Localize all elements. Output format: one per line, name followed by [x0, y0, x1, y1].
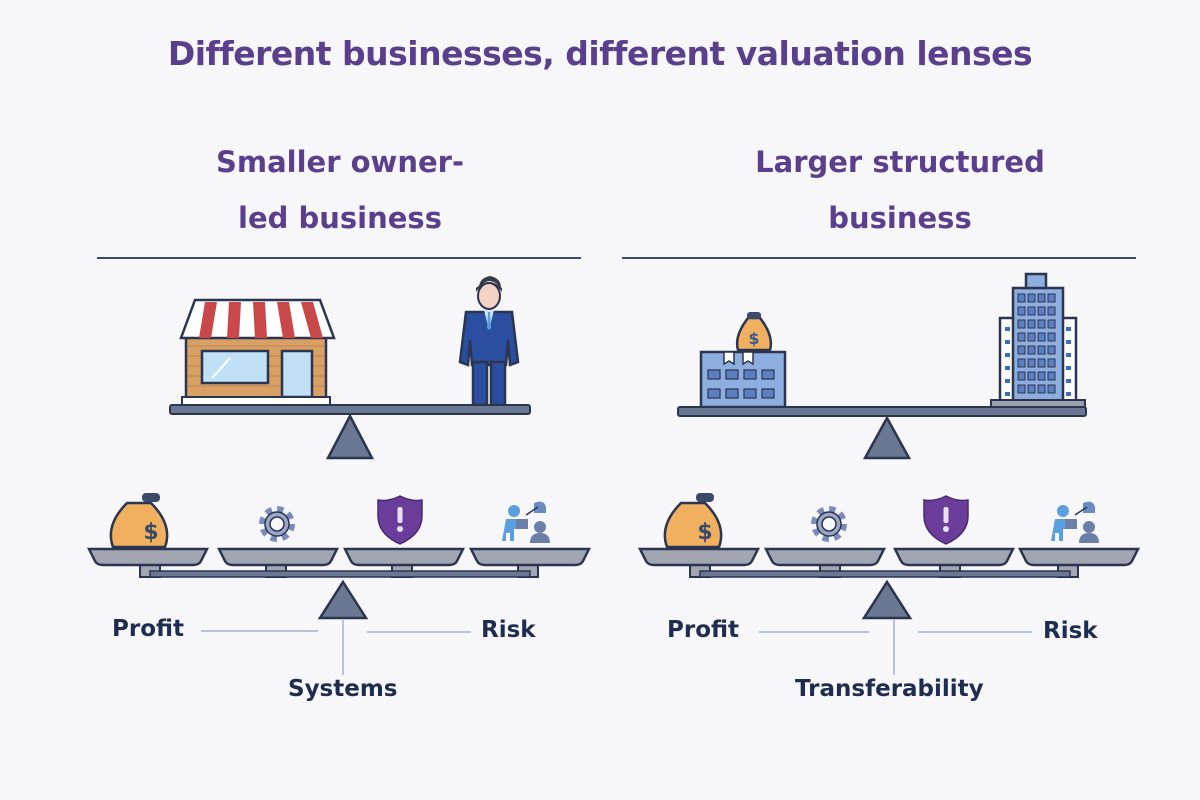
connector-transferability [893, 620, 895, 675]
connector-profit-left [201, 630, 318, 632]
connector-systems [342, 620, 344, 675]
panel-heading-line2: business [828, 201, 972, 235]
storefront-icon [179, 298, 336, 407]
divider-left [97, 257, 581, 259]
page-title: Different businesses, different valuatio… [167, 34, 1033, 73]
label-risk-left: Risk [481, 617, 536, 643]
connector-risk-left [367, 631, 471, 633]
gear-icon [263, 510, 291, 538]
fulcrum-left-top [325, 413, 375, 460]
money-bag-icon [109, 491, 169, 549]
connector-risk-right [918, 631, 1032, 633]
label-profit-right: Profit [667, 617, 740, 643]
connector-profit-right [759, 631, 869, 633]
label-systems: Systems [288, 676, 398, 702]
label-transferability: Transferability [795, 676, 984, 702]
risk-shield-icon [923, 495, 969, 545]
panel-heading-line2: led business [238, 201, 442, 235]
label-profit-left: Profit [112, 616, 185, 642]
fulcrum-right-bottom [861, 579, 913, 620]
handover-people-icon [1050, 500, 1100, 544]
panel-heading-small: Smaller owner- led business [90, 134, 590, 246]
risk-shield-icon [377, 495, 423, 545]
office-money-bag-icon: $ [699, 312, 787, 409]
money-bag-icon [663, 491, 723, 549]
handover-people-icon [501, 500, 551, 544]
gear-icon [815, 510, 843, 538]
fulcrum-left-bottom [317, 579, 369, 620]
divider-right [622, 257, 1136, 259]
skyscraper-icon [990, 272, 1086, 408]
business-owner-icon [458, 276, 520, 407]
panel-heading-line1: Smaller owner- [216, 145, 464, 179]
panel-heading-line1: Larger structured [755, 145, 1045, 179]
label-risk-right: Risk [1043, 618, 1098, 644]
svg-text:$: $ [748, 329, 759, 348]
fulcrum-right-top [862, 415, 912, 460]
panel-heading-large: Larger structured business [650, 134, 1150, 246]
